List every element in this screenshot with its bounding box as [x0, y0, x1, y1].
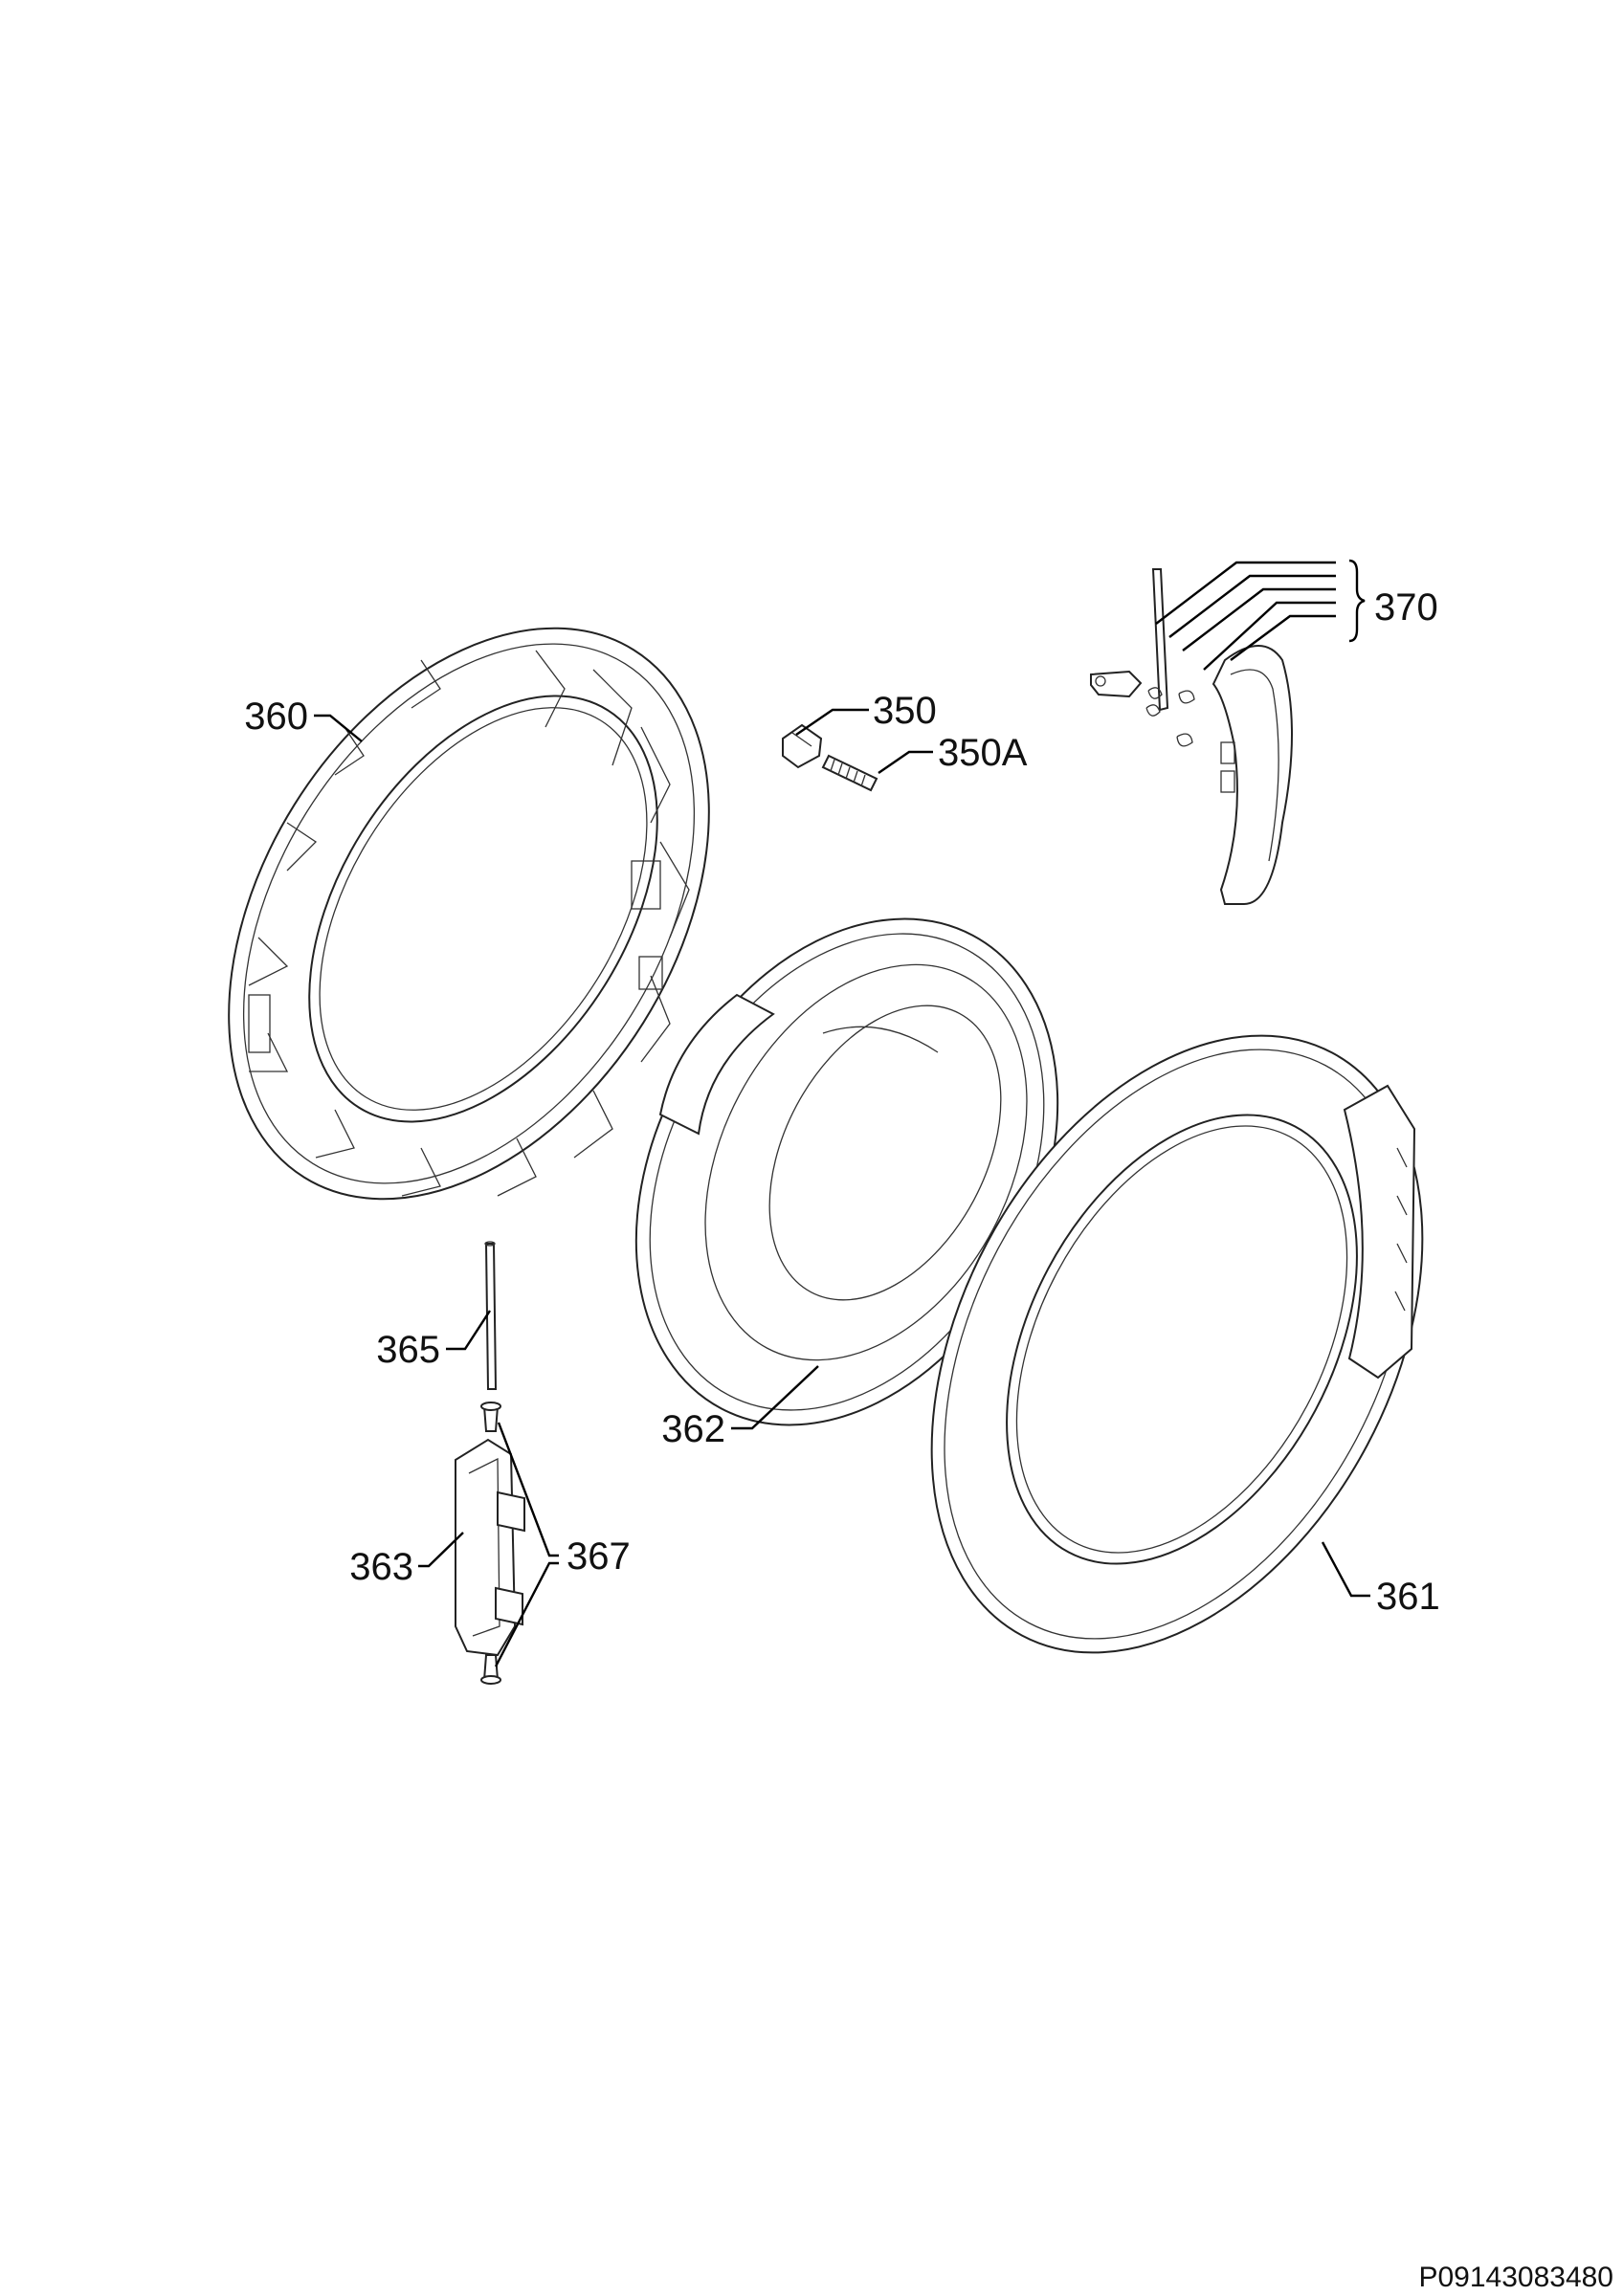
label-365: 365: [376, 1329, 440, 1371]
part-365-hinge-pin[interactable]: [484, 1241, 498, 1390]
part-360-inner-door-frame[interactable]: [129, 541, 808, 1286]
label-362: 362: [661, 1408, 725, 1450]
part-363-hinge[interactable]: [455, 1438, 525, 1657]
label-363: 363: [349, 1546, 413, 1588]
part-362-door-glass[interactable]: [552, 846, 1142, 1498]
label-367: 367: [567, 1535, 631, 1578]
leader-lines: [314, 559, 1370, 1667]
part-350a-spring[interactable]: [821, 754, 878, 792]
label-361: 361: [1376, 1576, 1440, 1618]
label-350a: 350A: [938, 732, 1028, 774]
part-350-hinge-bushing[interactable]: [782, 723, 823, 769]
label-370: 370: [1374, 586, 1438, 629]
part-370-handle-assembly[interactable]: [1090, 568, 1293, 905]
part-361-outer-door-frame[interactable]: [832, 952, 1522, 1736]
reference-code: P09143083480: [1418, 2262, 1613, 2293]
part-367-screws[interactable]: [480, 1402, 501, 1685]
label-350: 350: [873, 690, 937, 732]
label-360: 360: [244, 695, 308, 738]
